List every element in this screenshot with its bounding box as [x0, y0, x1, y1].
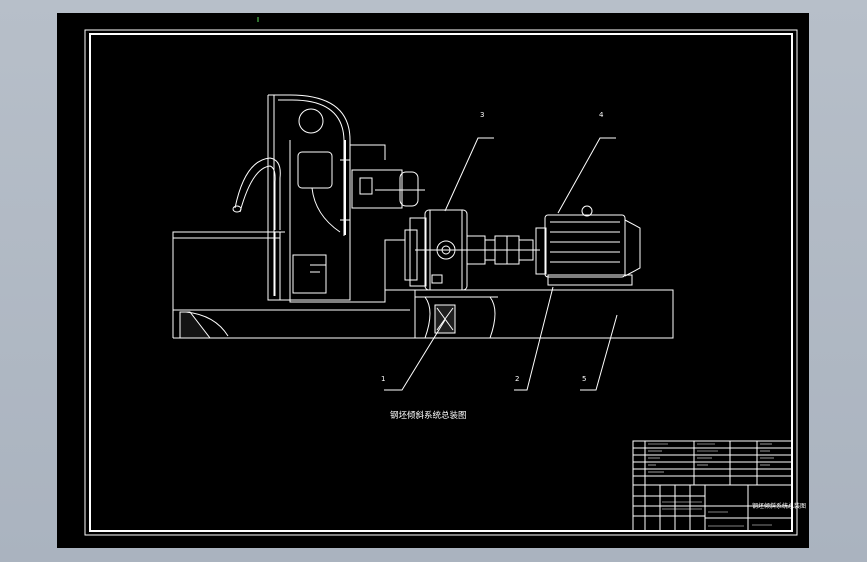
base-plate — [414, 289, 674, 339]
leader-lines — [384, 137, 618, 391]
inner-frame — [89, 33, 793, 532]
part-label-3: 3 — [480, 111, 484, 119]
drawing-sheet: 3 4 1 2 5 钢坯倾斜系统总装图 钢坯倾斜系统总装图 — [57, 13, 809, 548]
hose — [234, 157, 281, 230]
part-label-4: 4 — [599, 111, 604, 119]
foundation — [172, 290, 416, 339]
title-block-scribble — [648, 443, 774, 527]
coupling — [466, 235, 540, 265]
part-label-2: 2 — [515, 375, 519, 383]
part-label-5: 5 — [582, 375, 586, 383]
cad-drawing: 3 4 1 2 5 钢坯倾斜系统总装图 钢坯倾斜系统总装图 — [84, 17, 806, 536]
outer-frame — [84, 29, 798, 536]
drawing-caption: 钢坯倾斜系统总装图 — [390, 410, 467, 421]
part-label-1: 1 — [381, 375, 385, 383]
left-box — [172, 231, 285, 302]
electric-motor — [535, 205, 641, 286]
main-housing — [267, 94, 351, 301]
connector-lines — [274, 232, 415, 303]
upper-motor — [340, 140, 425, 235]
title-block-title: 钢坯倾斜系统总装图 — [752, 502, 806, 510]
title-block-lines — [632, 440, 793, 532]
bearing-housing — [404, 209, 480, 291]
